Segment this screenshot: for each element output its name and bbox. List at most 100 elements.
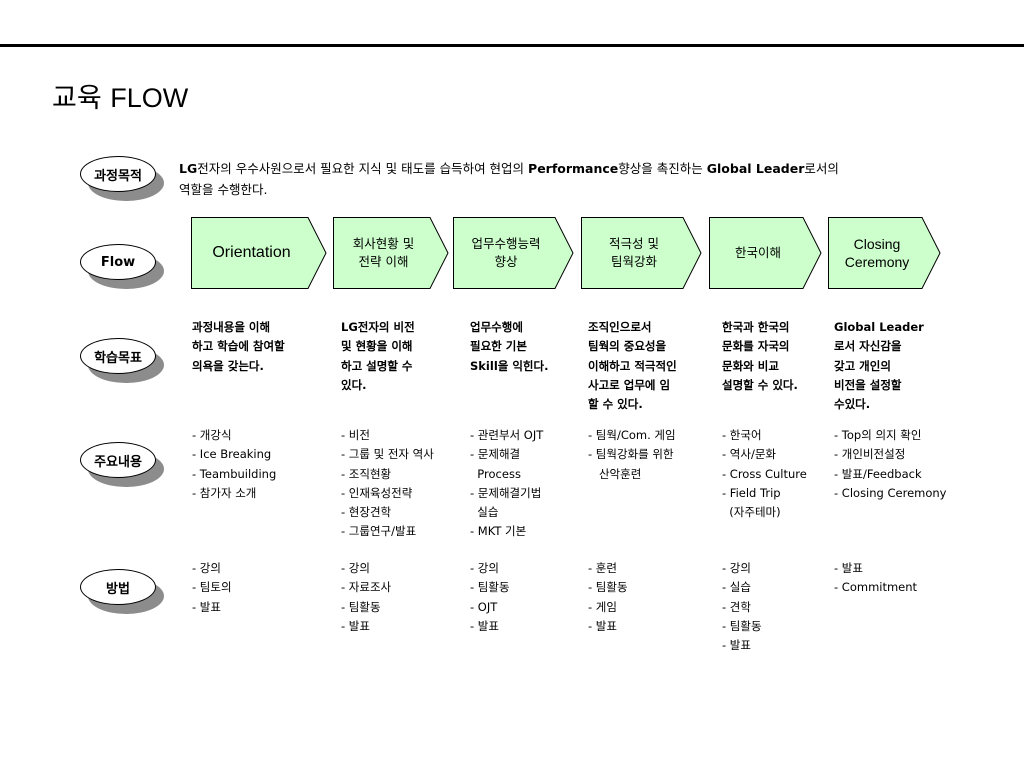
chevron-fill	[828, 217, 941, 289]
main-content-line: - 비전	[341, 428, 370, 442]
main-content-line: - 개강식	[192, 428, 232, 442]
main-content-line: - 그룹연구/발표	[341, 524, 417, 539]
learning-goal-line: 사고로 업무에 임	[588, 377, 671, 392]
learning-goal-line: 비전을 설정할	[834, 377, 902, 392]
top-rule	[0, 44, 1024, 47]
chevron-fill	[453, 217, 574, 289]
flow-step-line: 전략 이해	[358, 254, 409, 269]
label-oval: 주요내용	[80, 442, 156, 478]
method-line: - Commitment	[834, 580, 918, 595]
row-label-main-content: 주요내용	[80, 442, 164, 487]
method-line: - 강의	[470, 561, 499, 575]
flow-step-line: 향상	[494, 254, 518, 269]
method-line: - 게임	[588, 599, 617, 614]
method-line: - 팀활동	[722, 618, 762, 633]
main-content-line: Process	[470, 466, 521, 481]
method-line: - 실습	[722, 580, 751, 595]
main-content-line: - 관련부서 OJT	[470, 428, 544, 442]
main-content-line: - 문제해결	[470, 447, 521, 462]
course-goal-text: LG전자의 우수사원으로서 필요한 지식 및 태도를 습득하여 현업의 Perf…	[179, 158, 939, 200]
method-column-2: - 강의 - 자료조사 - 팀활동 - 발표	[341, 559, 391, 636]
goal-text-part: Global Leader	[706, 161, 805, 176]
label-oval: 과정목적	[80, 156, 156, 192]
main-content-line: - 개인비전설정	[834, 447, 906, 462]
goal-text-part: LG	[179, 161, 198, 176]
main-content-line: - 발표/Feedback	[834, 466, 922, 481]
method-line: - 발표	[588, 618, 617, 633]
learning-goal-line: 한국과 한국의	[722, 320, 790, 334]
flow-step-line: 업무수행능력	[471, 236, 541, 251]
flow-step-line: 팀웍강화	[610, 254, 657, 269]
learning-goal-line: 갖고 개인의	[834, 358, 891, 373]
learning-goal-line: 의욕을 갖는다.	[192, 358, 264, 373]
chevron-fill	[333, 217, 449, 289]
row-label-method: 방법	[80, 569, 164, 614]
learning-goal-line: Skill을 익힌다.	[470, 358, 549, 373]
method-line: - 발표	[834, 561, 863, 575]
learning-goal-line: 하고 설명할 수	[341, 358, 413, 373]
chevron-shape	[453, 217, 574, 289]
goal-text-part: 역할을 수행한다.	[179, 182, 268, 197]
chevron-shape	[709, 217, 822, 289]
main-content-line: - 참가자 소개	[192, 485, 257, 500]
learning-goal-line: 필요한 기본	[470, 339, 527, 354]
method-line: - 강의	[341, 561, 370, 575]
main-content-line: - Cross Culture	[722, 466, 807, 481]
main-content-line: - Field Trip	[722, 485, 781, 500]
learning-goal-line: 수있다.	[834, 397, 871, 412]
learning-goal-line: 및 현황을 이해	[341, 339, 413, 354]
goal-text-part: 전자의 우수사원으로서 필요한 지식 및 태도를 습득하여 현업의	[197, 161, 529, 176]
method-line: - 발표	[192, 599, 221, 614]
method-line: - 강의	[192, 561, 221, 575]
method-line: - 팀활동	[341, 599, 381, 614]
learning-goal-line: 조직인으로서	[588, 320, 652, 334]
method-line: - 발표	[341, 618, 370, 633]
flow-step-line: Closing	[853, 236, 901, 252]
title-english: FLOW	[110, 83, 189, 113]
learning-goal-line: 문화를 자국의	[722, 339, 790, 354]
chevron-shape	[828, 217, 941, 289]
main-content-column-5: - 한국어- 역사/문화- Cross Culture- Field Trip …	[722, 426, 807, 522]
learning-goal-line: 로서 자신감을	[834, 339, 902, 354]
main-content-line: - 한국어	[722, 428, 762, 442]
main-content-line: - Closing Ceremony	[834, 485, 947, 500]
title-korean: 교육	[52, 83, 102, 114]
learning-goal-line: 하고 학습에 참여할	[192, 339, 285, 354]
flow-step-line: Ceremony	[844, 254, 910, 270]
goal-text-part: 향상을 촉진하는	[618, 161, 707, 176]
main-content-line: 산악훈련	[588, 466, 642, 481]
row-label-flow: Flow	[80, 244, 164, 289]
main-content-column-6: - Top의 의지 확인- 개인비전설정- 발표/Feedback- Closi…	[834, 426, 946, 503]
method-line: - 자료조사	[341, 580, 392, 595]
learning-goal-line: 팀웍의 중요성을	[588, 339, 667, 354]
method-line: - 팀토의	[192, 580, 232, 595]
main-content-line: - 조직현황	[341, 466, 392, 481]
main-content-line: - Teambuilding	[192, 466, 277, 481]
label-oval: 방법	[80, 569, 156, 605]
learning-goal-line: 할 수 있다.	[588, 397, 643, 412]
main-content-column-1: - 개강식- Ice Breaking- Teambuilding- 참가자 소…	[192, 426, 276, 503]
method-column-6: - 발표 - Commitment	[834, 559, 917, 598]
method-line: - 견학	[722, 599, 751, 614]
method-line: - 발표	[470, 618, 499, 633]
learning-goal-line: 문화와 비교	[722, 358, 779, 373]
method-line: - 발표	[722, 638, 751, 653]
flow-step-label: Orientation	[191, 217, 312, 289]
learning-goal-line: LG전자의 비전	[341, 320, 415, 334]
main-content-line: - 문제해결기법	[470, 485, 542, 500]
chevron-fill	[709, 217, 822, 289]
goal-text-part: Performance	[528, 161, 619, 176]
label-oval: 학습목표	[80, 338, 156, 374]
learning-goal-line: 업무수행에	[470, 320, 523, 334]
main-content-line: - 현장견학	[341, 505, 392, 520]
main-content-line: - 그룹 및 전자 역사	[341, 447, 434, 462]
